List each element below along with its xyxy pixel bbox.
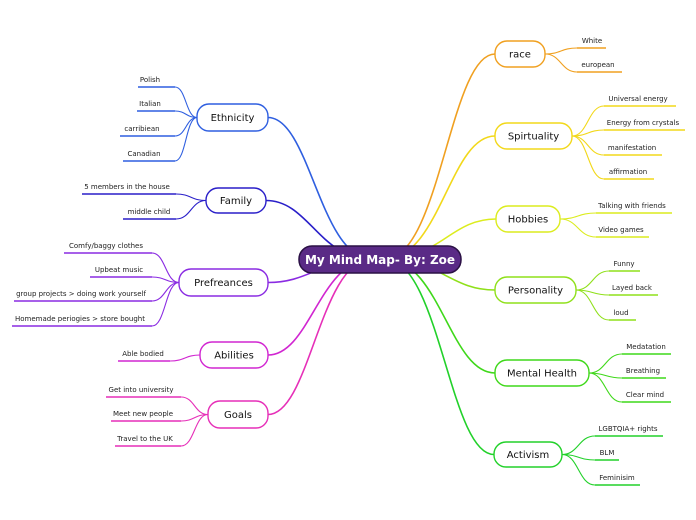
connector-mental-health-leaf bbox=[588, 353, 623, 374]
connector-hobbies-leaf bbox=[559, 212, 597, 220]
connector-activism-leaf bbox=[561, 453, 596, 486]
topic-personality-box[interactable] bbox=[494, 276, 577, 304]
leaf-feminisim[interactable]: Feminisim bbox=[599, 474, 635, 482]
connector-prefreances-leaf bbox=[151, 252, 180, 284]
topic-hobbies-box[interactable] bbox=[495, 205, 561, 233]
connector-abilities-leaf bbox=[169, 354, 201, 362]
leaf-affirmation[interactable]: affirmation bbox=[609, 168, 647, 176]
leaf-white[interactable]: White bbox=[582, 37, 602, 45]
leaf-group-projects-doing-work-yourself[interactable]: group projects > doing work yourself bbox=[16, 290, 146, 298]
connector-prefreances-leaf bbox=[151, 281, 180, 302]
connector-spirtuality-leaf bbox=[571, 135, 605, 180]
topic-spirtuality-box[interactable] bbox=[494, 122, 573, 150]
topic-activism-box[interactable] bbox=[493, 441, 563, 468]
topic-ethnicity[interactable]: Ethnicity bbox=[196, 103, 269, 132]
connector-race-leaf bbox=[544, 47, 578, 55]
leaf-talking-with-friends[interactable]: Talking with friends bbox=[597, 202, 666, 210]
topic-race-label: race bbox=[509, 50, 531, 61]
connector-goals-leaf bbox=[180, 413, 209, 447]
leaf-european[interactable]: european bbox=[581, 61, 614, 69]
leaf-homemade-periogies-store-bought[interactable]: Homemade periogies > store bought bbox=[15, 315, 145, 323]
topic-goals-box[interactable] bbox=[207, 400, 269, 429]
connector-prefreances-leaf bbox=[151, 281, 180, 327]
connector-spirtuality bbox=[384, 135, 496, 260]
leaf-middle-child[interactable]: middle child bbox=[128, 208, 171, 216]
central-topic[interactable]: My Mind Map- By: Zoe bbox=[298, 245, 462, 274]
leaf-blm[interactable]: BLM bbox=[600, 449, 615, 457]
connector-ethnicity bbox=[267, 116, 373, 260]
connector-personality-leaf bbox=[575, 270, 610, 291]
leaf-carribiean[interactable]: carribiean bbox=[124, 125, 159, 133]
leaf-get-into-university[interactable]: Get into university bbox=[109, 386, 174, 394]
leaf-energy-from-crystals[interactable]: Energy from crystals bbox=[607, 119, 680, 127]
topic-ethnicity-box[interactable] bbox=[196, 103, 269, 132]
connector-goals bbox=[267, 258, 373, 416]
topic-spirtuality-label: Spirtuality bbox=[508, 132, 559, 143]
connector-family-leaf bbox=[175, 199, 207, 220]
connector-personality-leaf bbox=[575, 289, 610, 321]
connector-ethnicity-leaf bbox=[174, 116, 198, 137]
leaf-funny[interactable]: Funny bbox=[613, 260, 634, 268]
central-topic-box[interactable] bbox=[298, 245, 462, 274]
topic-hobbies[interactable]: Hobbies bbox=[495, 205, 561, 233]
connector-hobbies-leaf bbox=[559, 218, 597, 238]
connector-family-leaf bbox=[175, 193, 207, 202]
connector-ethnicity-leaf bbox=[174, 116, 198, 162]
topic-goals-label: Goals bbox=[224, 410, 252, 421]
topic-family-label: Family bbox=[220, 196, 252, 207]
central-topic-label: My Mind Map- By: Zoe bbox=[305, 253, 455, 267]
topic-race[interactable]: race bbox=[494, 40, 546, 68]
topic-abilities-label: Abilities bbox=[214, 351, 254, 362]
topic-abilities-box[interactable] bbox=[199, 341, 269, 369]
connector-activism-leaf bbox=[561, 435, 596, 456]
topic-prefreances[interactable]: Prefreances bbox=[178, 268, 269, 297]
topic-personality[interactable]: Personality bbox=[494, 276, 577, 304]
leaf-video-games[interactable]: Video games bbox=[598, 226, 644, 234]
topic-family[interactable]: Family bbox=[205, 187, 267, 214]
topic-race-box[interactable] bbox=[494, 40, 546, 68]
topic-prefreances-label: Prefreances bbox=[194, 278, 253, 289]
topic-abilities[interactable]: Abilities bbox=[199, 341, 269, 369]
leaf-layed-back[interactable]: Layed back bbox=[612, 284, 653, 292]
leaf-manifestation[interactable]: manifestation bbox=[608, 144, 656, 152]
leaf-comfy-baggy-clothes[interactable]: Comfy/baggy clothes bbox=[69, 242, 143, 250]
leaf-lgbtqia-rights[interactable]: LGBTQIA+ rights bbox=[599, 425, 658, 433]
leaf-able-bodied[interactable]: Able bodied bbox=[122, 350, 164, 358]
topic-spirtuality[interactable]: Spirtuality bbox=[494, 122, 573, 150]
leaf-italian[interactable]: Italian bbox=[139, 100, 161, 108]
leaf-polish[interactable]: Polish bbox=[140, 76, 160, 84]
connector-mental-health bbox=[384, 258, 496, 374]
leaf-loud[interactable]: loud bbox=[613, 309, 628, 317]
leaf-travel-to-the-uk[interactable]: Travel to the UK bbox=[116, 435, 173, 443]
leaf-medatation[interactable]: Medatation bbox=[626, 343, 666, 351]
connector-goals-leaf bbox=[180, 396, 209, 416]
topic-mental-health[interactable]: Mental Health bbox=[494, 359, 590, 387]
topic-activism-label: Activism bbox=[507, 450, 550, 461]
topic-goals[interactable]: Goals bbox=[207, 400, 269, 429]
leaf-meet-new-people[interactable]: Meet new people bbox=[113, 410, 173, 418]
topic-family-box[interactable] bbox=[205, 187, 267, 214]
leaf-upbeat-music[interactable]: Upbeat music bbox=[95, 266, 143, 274]
leaf-canadian[interactable]: Canadian bbox=[127, 150, 160, 158]
leaf-breathing[interactable]: Breathing bbox=[626, 367, 660, 375]
topic-activism[interactable]: Activism bbox=[493, 441, 563, 468]
connector-spirtuality-leaf bbox=[571, 105, 605, 137]
leaf-clear-mind[interactable]: Clear mind bbox=[626, 391, 664, 399]
connector-spirtuality-leaf bbox=[571, 135, 605, 156]
topic-ethnicity-label: Ethnicity bbox=[211, 113, 255, 124]
topic-mental-health-label: Mental Health bbox=[507, 369, 577, 380]
leaf-5-members-in-the-house[interactable]: 5 members in the house bbox=[84, 183, 170, 191]
connector-ethnicity-leaf bbox=[174, 86, 198, 119]
leaf-universal-energy[interactable]: Universal energy bbox=[608, 95, 667, 103]
connector-race bbox=[384, 53, 496, 260]
connector-mental-health-leaf bbox=[588, 372, 623, 403]
topic-hobbies-label: Hobbies bbox=[508, 215, 548, 226]
topic-personality-label: Personality bbox=[508, 286, 563, 297]
topic-mental-health-box[interactable] bbox=[494, 359, 590, 387]
connector-race-leaf bbox=[544, 53, 578, 73]
topic-prefreances-box[interactable] bbox=[178, 268, 269, 297]
